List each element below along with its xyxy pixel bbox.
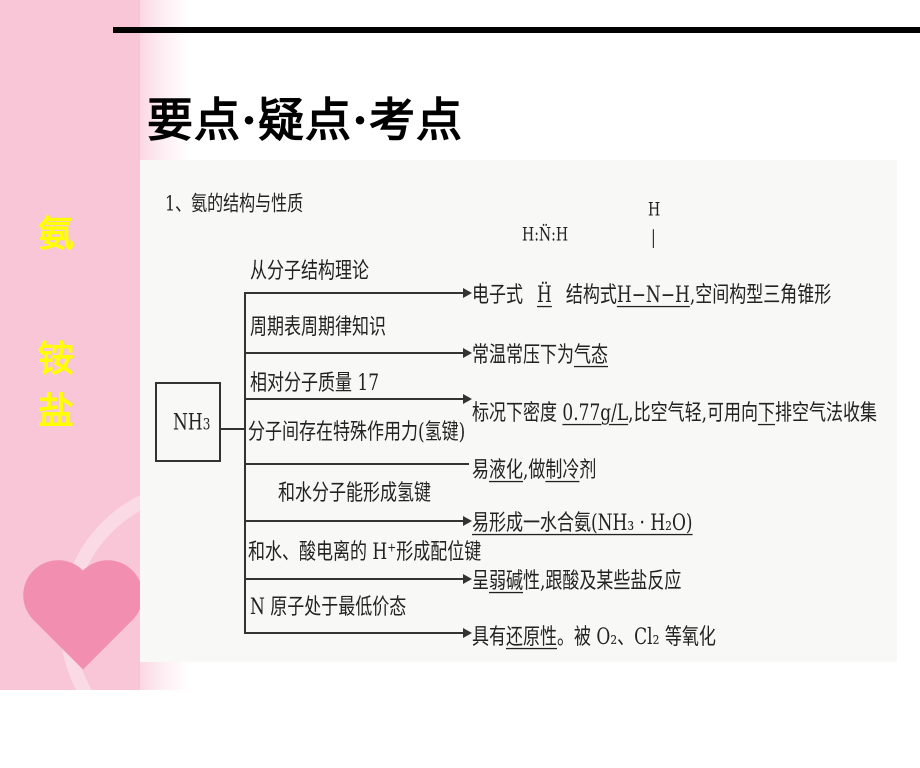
arrow-icon [463, 348, 472, 358]
property-row: 具有还原性。被 O₂、Cl₂ 等氧化 [472, 618, 716, 651]
arrow-icon [463, 394, 472, 404]
left-label: 分子间存在特殊作用力(氢键) [248, 419, 466, 446]
row-text: 。被 O₂、Cl₂ 等氧化 [557, 624, 716, 651]
row-text-underlined: 弱碱 [489, 568, 523, 595]
left-label: 周期表周期律知识 [250, 314, 386, 341]
side-label: 盐 [38, 391, 75, 432]
nh3-main: NH [173, 410, 203, 436]
row-text-underlined: 液化 [489, 457, 523, 484]
arrow-icon [463, 516, 472, 526]
side-label: 铵 [38, 339, 75, 380]
left-label: N 原子处于最低价态 [250, 594, 407, 621]
left-label: 相对分子质量 17 [250, 370, 380, 397]
row-text: 排空气法收集 [774, 400, 877, 427]
structural-formula: H−N−H [616, 282, 690, 309]
row-text: ,做 [523, 457, 546, 484]
electron-formula: Ḧ [537, 282, 552, 309]
trunk-line [244, 292, 246, 633]
row-text: 具有 [472, 624, 506, 651]
top-rule [113, 27, 920, 33]
side-label: 氨 [38, 214, 75, 255]
branch-line [244, 520, 464, 522]
nh3-box [155, 382, 221, 462]
arrow-icon [463, 628, 472, 638]
row-text-underlined: 易形成一水合氨(NH₃ · H₂O) [472, 510, 693, 537]
row-text: 剂 [579, 457, 597, 484]
branch-line [244, 398, 464, 400]
property-row: 易液化,做制冷剂 [472, 451, 596, 484]
nh3-sub: 3 [202, 415, 211, 434]
row-text: ,空间构型三角锥形 [689, 282, 832, 309]
row-text: 电子式 [472, 282, 523, 309]
slide-title: 要点·疑点·考点 [147, 93, 464, 147]
branch-line [244, 292, 464, 294]
row-text: 性,跟酸及某些盐反应 [523, 568, 682, 595]
property-row: 常温常压下为气态 [472, 336, 608, 369]
row-text-underlined: 气态 [574, 342, 608, 369]
row-text: 常温常压下为 [472, 342, 574, 369]
electron-formula-top: H:N̈:H [522, 225, 569, 246]
structural-formula-bond: | [651, 228, 656, 249]
arrow-icon [463, 288, 472, 298]
row-text: ,比空气轻,可用向 [628, 400, 758, 427]
diagram-heading: 1、氨的结构与性质 [165, 191, 304, 216]
property-row: 呈弱碱性,跟酸及某些盐反应 [472, 562, 681, 595]
nh3-label: NH3 [173, 410, 210, 436]
branch-line [244, 463, 469, 465]
branch-line [244, 578, 464, 580]
row-text-underlined: 制冷 [545, 457, 580, 484]
row-text: 结构式 [565, 282, 617, 309]
left-label: 和水分子能形成氢键 [278, 480, 431, 507]
branch-line [244, 632, 464, 634]
row-text-underlined: 下 [757, 400, 775, 427]
property-row: 电子式 Ḧ 结构式H−N−H,空间构型三角锥形 [472, 276, 831, 309]
structural-formula-top: H [648, 200, 661, 221]
left-label: 和水、酸电离的 H⁺形成配位键 [248, 539, 482, 566]
row-text: 呈 [472, 568, 489, 595]
row-text-underlined: 0.77g/L [562, 400, 629, 427]
branch-line [244, 352, 464, 354]
row-text: 易 [472, 457, 489, 484]
left-label: 从分子结构理论 [250, 258, 369, 285]
property-row: 易形成一水合氨(NH₃ · H₂O) [472, 504, 693, 537]
row-text: 标况下密度 [472, 400, 563, 427]
property-row: 标况下密度 0.77g/L,比空气轻,可用向下排空气法收集 [472, 394, 877, 427]
row-text-underlined: 还原性 [506, 624, 557, 651]
connector-line [221, 428, 245, 430]
arrow-icon [463, 574, 472, 584]
